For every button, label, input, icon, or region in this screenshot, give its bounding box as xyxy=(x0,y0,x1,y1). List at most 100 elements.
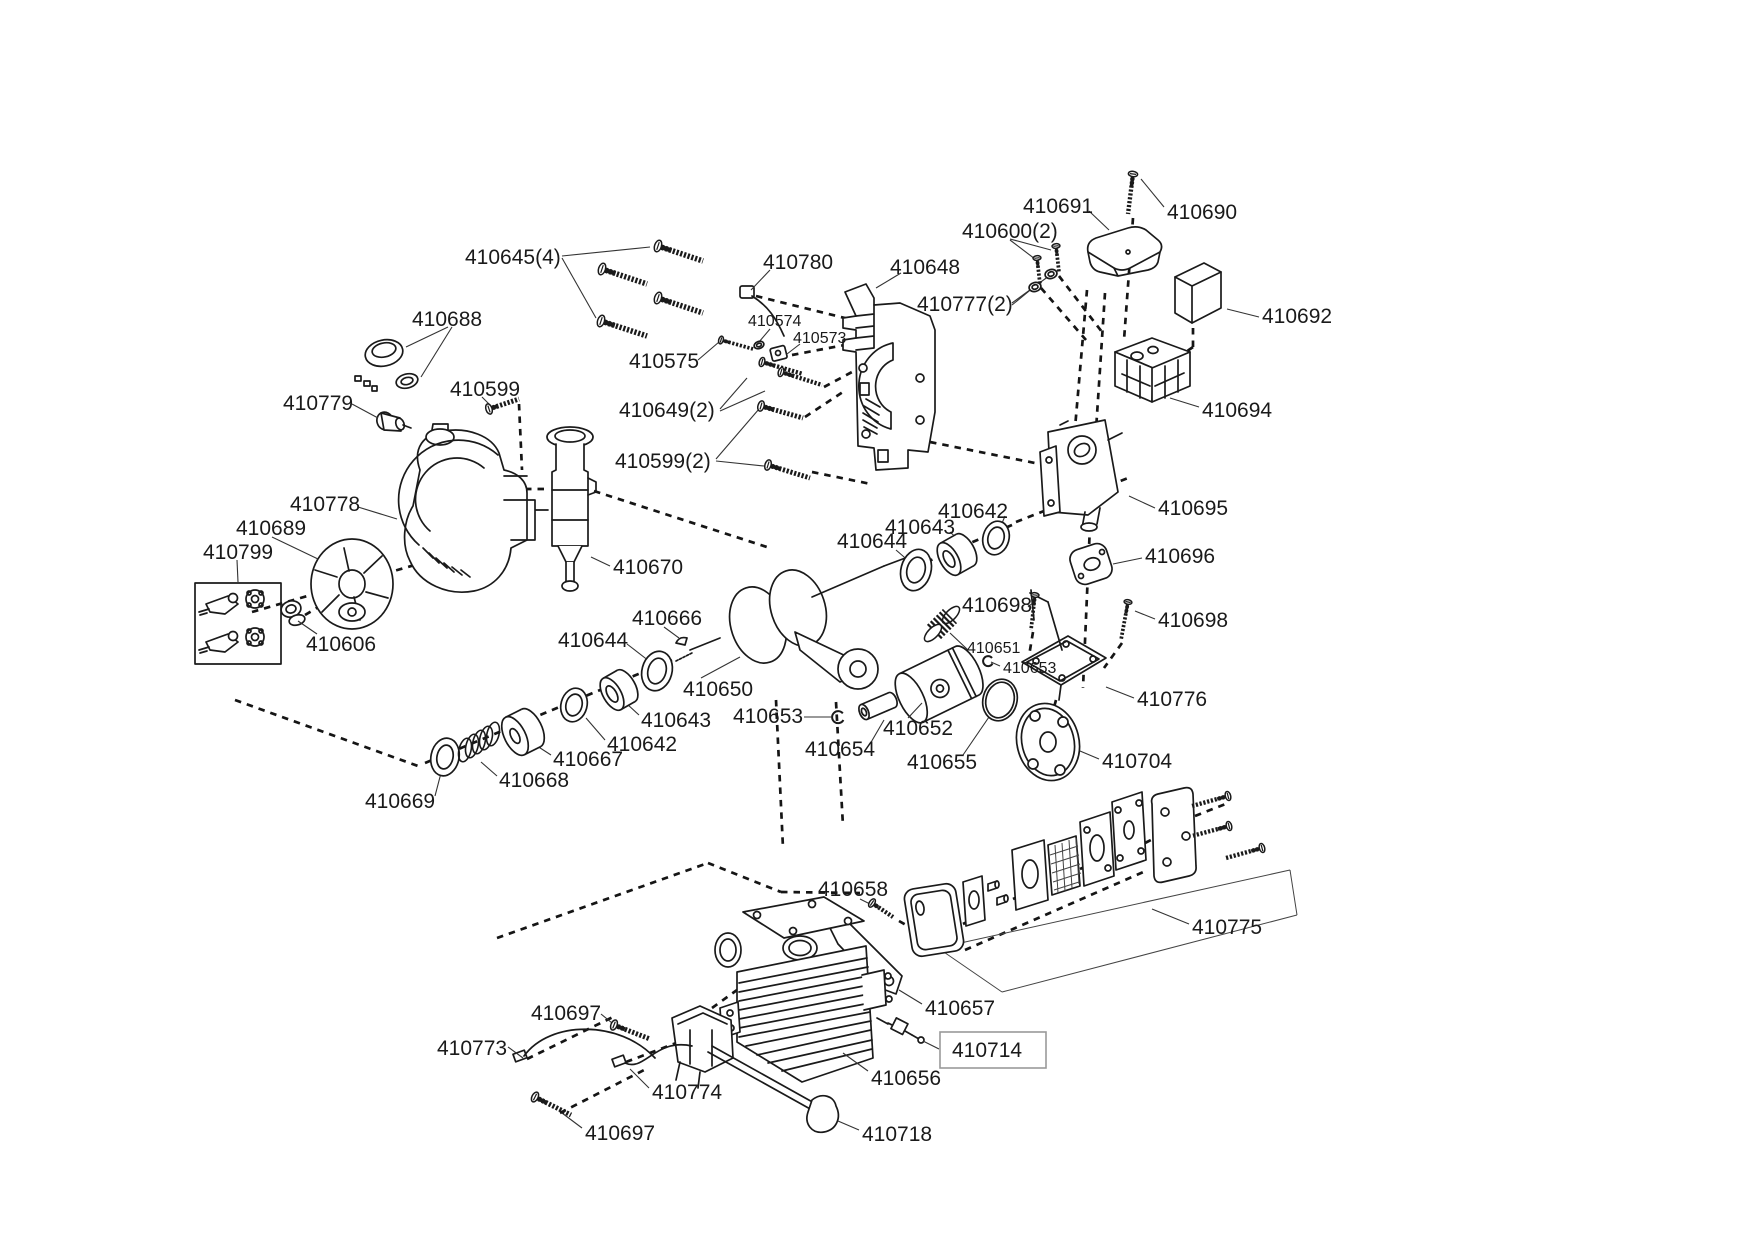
part-airbox-base xyxy=(1114,337,1191,403)
leader-line xyxy=(1009,238,1052,251)
dashed-axis-line xyxy=(1073,289,1089,429)
part-label-410696: 410696 xyxy=(1145,545,1215,568)
crank-bushing xyxy=(936,532,978,577)
hardware-layer xyxy=(429,170,1266,1118)
part-label-410667: 410667 xyxy=(553,748,623,771)
part-label-410773: 410773 xyxy=(437,1037,507,1060)
part-heat-shield xyxy=(1011,839,1049,911)
part-label-410774: 410774 xyxy=(652,1081,722,1104)
screw xyxy=(1125,170,1139,215)
screw xyxy=(1119,598,1133,641)
circlip xyxy=(982,655,994,668)
leader-line xyxy=(1009,239,1036,260)
screw xyxy=(763,459,811,481)
part-label-410668: 410668 xyxy=(499,769,569,792)
screw xyxy=(653,291,704,316)
screw xyxy=(1225,842,1266,861)
part-throttle-cable xyxy=(739,285,785,337)
part-label-410695: 410695 xyxy=(1158,497,1228,520)
dashed-axis-line xyxy=(1039,287,1088,341)
part-label-410574: 410574 xyxy=(748,313,801,330)
part-label-410670: 410670 xyxy=(613,556,683,579)
washer xyxy=(429,737,461,777)
leader-line xyxy=(561,246,651,257)
dashed-axis-line xyxy=(791,342,851,357)
dashed-axis-line xyxy=(593,489,771,550)
part-screen-plate xyxy=(1079,811,1115,887)
part-label-410692: 410692 xyxy=(1262,305,1332,328)
leader-line xyxy=(898,989,923,1005)
piston-pin xyxy=(858,691,898,721)
dashed-axis-line xyxy=(496,861,709,940)
leader-line xyxy=(949,632,969,651)
leader-line xyxy=(719,390,766,412)
leader-line xyxy=(715,460,765,467)
dashed-axis-line xyxy=(1027,631,1035,657)
leader-line xyxy=(1088,210,1110,231)
screw xyxy=(1191,820,1233,839)
part-label-410690: 410690 xyxy=(1167,201,1237,224)
part-label-410697: 410697 xyxy=(585,1122,655,1145)
part-muffler-cover xyxy=(1150,786,1197,884)
cup-washer xyxy=(1028,281,1042,293)
leader-line xyxy=(585,717,606,741)
part-airbox-cover xyxy=(1086,226,1163,277)
part-primer-pump xyxy=(546,426,597,592)
leader-line xyxy=(786,343,801,355)
dashed-axis-line xyxy=(780,890,861,895)
screw xyxy=(609,1019,651,1042)
part-label-410654: 410654 xyxy=(805,738,875,761)
retaining-ring xyxy=(559,687,589,723)
dashed-axis-line xyxy=(526,1015,614,1061)
label-box xyxy=(939,1031,1047,1069)
dashed-axis-line xyxy=(1057,275,1104,333)
part-label-410655: 410655 xyxy=(907,751,977,774)
leader-line xyxy=(420,326,453,378)
dashed-axis-line xyxy=(823,370,853,389)
dashed-axis-line xyxy=(834,701,845,827)
leader-line xyxy=(719,377,748,410)
part-label-410573: 410573 xyxy=(793,330,846,347)
leader-line xyxy=(271,536,319,560)
part-flywheel-nut xyxy=(280,600,306,627)
part-label-410688: 410688 xyxy=(412,308,482,331)
dashed-axis-line xyxy=(517,403,524,471)
part-woodruff-key xyxy=(675,636,688,646)
screw xyxy=(1191,790,1232,809)
leader-line xyxy=(750,269,771,291)
dashed-axis-line xyxy=(1094,292,1107,431)
part-label-410648: 410648 xyxy=(890,256,960,279)
leader-line xyxy=(357,506,398,520)
leader-line xyxy=(600,1013,613,1024)
leader-line xyxy=(663,626,680,639)
leader-line xyxy=(297,620,318,635)
part-crankcase-flange xyxy=(1015,702,1081,782)
part-label-410599: 410599 xyxy=(450,378,520,401)
part-label-410600(2): 410600(2) xyxy=(962,220,1058,243)
screw xyxy=(777,366,823,388)
dashed-axis-line xyxy=(1048,699,1058,723)
retaining-ring xyxy=(981,520,1011,556)
leader-line xyxy=(1169,397,1200,408)
leader-line xyxy=(1134,610,1156,620)
part-nut-410573 xyxy=(769,344,788,362)
part-label-410645(4): 410645(4) xyxy=(465,246,561,269)
perspective-ground-lines xyxy=(937,869,1298,993)
part-engine-shroud xyxy=(397,423,549,593)
part-cylinder xyxy=(714,896,893,1083)
leader-line xyxy=(1105,686,1135,699)
part-muffler-spacers xyxy=(987,880,1009,906)
screw xyxy=(597,262,648,287)
part-label-410777(2): 410777(2) xyxy=(917,293,1013,316)
dashed-axis-line xyxy=(234,698,419,768)
part-muffler xyxy=(903,882,965,958)
leader-line xyxy=(236,559,239,583)
part-throttle-control xyxy=(1021,589,1107,701)
part-spark-screen xyxy=(1047,835,1082,896)
part-label-410642: 410642 xyxy=(938,500,1008,523)
leader-line xyxy=(1151,908,1190,925)
part-ignition-coil xyxy=(671,1005,734,1089)
leader-line xyxy=(715,408,760,460)
